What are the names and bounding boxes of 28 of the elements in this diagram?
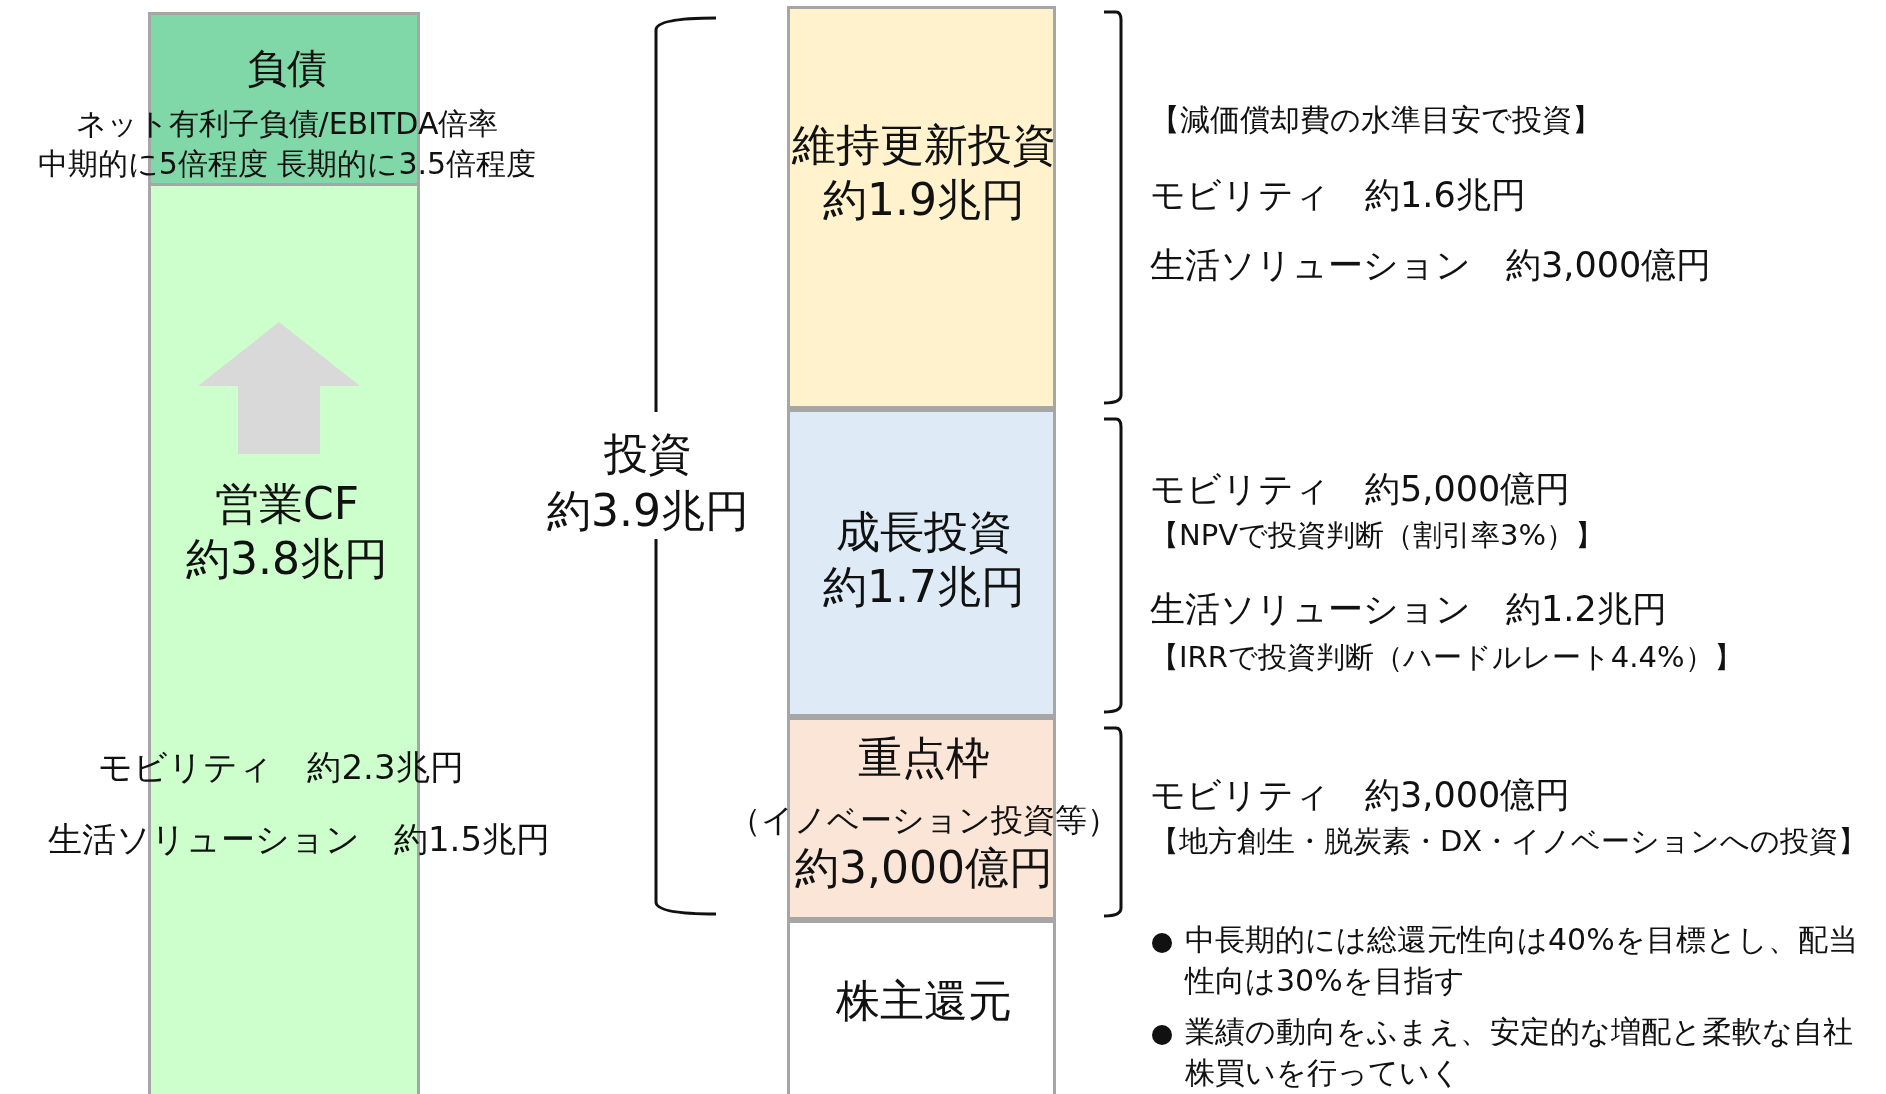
heading: 営業CF <box>215 477 359 531</box>
heading: 株主還元 <box>836 974 1012 1028</box>
heading: 重点枠 <box>858 731 990 785</box>
breakdown-label: モビリティ 約2.3兆円 <box>98 746 464 789</box>
heading: 維持更新投資 <box>792 118 1056 172</box>
ratio-note: 中期的に5倍程度 長期的に3.5倍程度 <box>37 145 537 183</box>
note-label: （イノベーション投資等） <box>729 800 1119 840</box>
policy-note: 中長期的には総還元性向は40%を目標とし、配当性向は30%を目指す <box>1185 921 1859 1000</box>
policy-note: 業績の動向をふまえ、安定的な増配と柔軟な自社株買いを行っていく <box>1185 1013 1854 1092</box>
growth-investment-box <box>787 409 1056 717</box>
amount-label: 約1.7兆円 <box>823 560 1025 614</box>
amount-label: 約3.8兆円 <box>186 532 388 586</box>
breakdown-label: モビリティ 約3,000億円 <box>1150 774 1571 817</box>
breakdown-label: モビリティ 約1.6兆円 <box>1150 174 1526 217</box>
heading: 負債 <box>247 44 327 93</box>
criterion-note: 【NPVで投資判断（割引率3%）】 <box>1150 517 1605 554</box>
amount-label: 約3,000億円 <box>795 841 1053 895</box>
shareholder-return-box <box>787 920 1056 1094</box>
breakdown-label: モビリティ 約5,000億円 <box>1150 468 1571 511</box>
breakdown-label: 生活ソリューション 約3,000億円 <box>1150 244 1712 287</box>
heading: 成長投資 <box>836 505 1012 559</box>
criterion-note: 【IRRで投資判断（ハードルレート4.4%）】 <box>1150 639 1743 676</box>
criterion-note: 【減価償却費の水準目安で投資】 <box>1150 101 1602 139</box>
amount-label: 約1.9兆円 <box>823 173 1025 227</box>
breakdown-label: 生活ソリューション 約1.5兆円 <box>47 818 551 861</box>
criterion-note: 【地方創生・脱炭素・DX・イノベーションへの投資】 <box>1150 823 1868 860</box>
breakdown-label: 生活ソリューション 約1.2兆円 <box>1150 588 1667 631</box>
maintenance-investment-box <box>787 6 1056 409</box>
